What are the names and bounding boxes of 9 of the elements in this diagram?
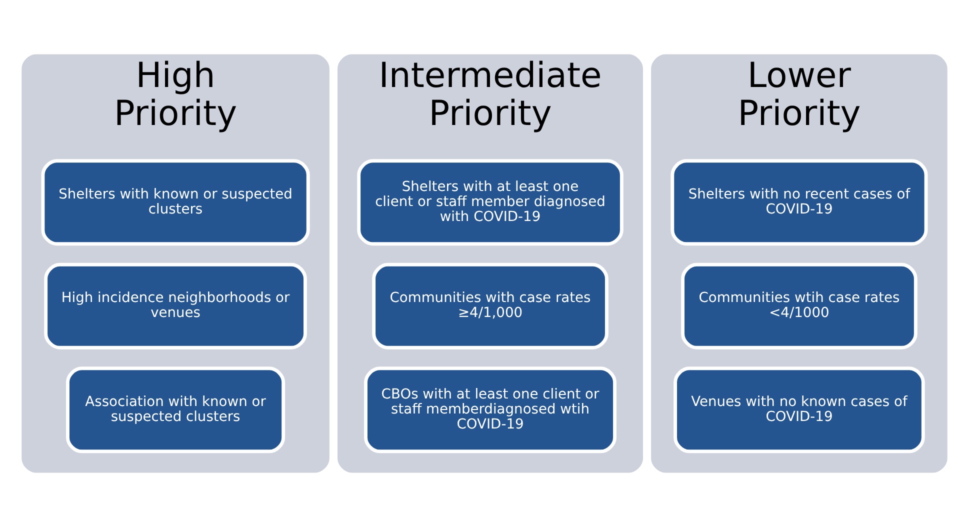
node-box: Shelters with no recent cases of COVID-19 <box>670 159 928 246</box>
node-box: Communities with case rates ≥4/1,000 <box>372 262 608 350</box>
node-box: Shelters with at least one client or staff member diagnosed with COVID-19 <box>357 159 624 246</box>
node-box: Shelters with known or suspected clusters <box>41 159 310 246</box>
node-box: CBOs with at least one client or staff memberdiagnosed wtih COVID-19 <box>364 366 616 454</box>
node-box: Venues with no known cases of COVID-19 <box>674 366 925 454</box>
node-box: Communities wtih case rates <4/1000 <box>681 262 918 350</box>
node-box: Association with known or suspected clusters <box>66 366 286 454</box>
node-box: High incidence neighborhoods or venues <box>44 262 307 350</box>
